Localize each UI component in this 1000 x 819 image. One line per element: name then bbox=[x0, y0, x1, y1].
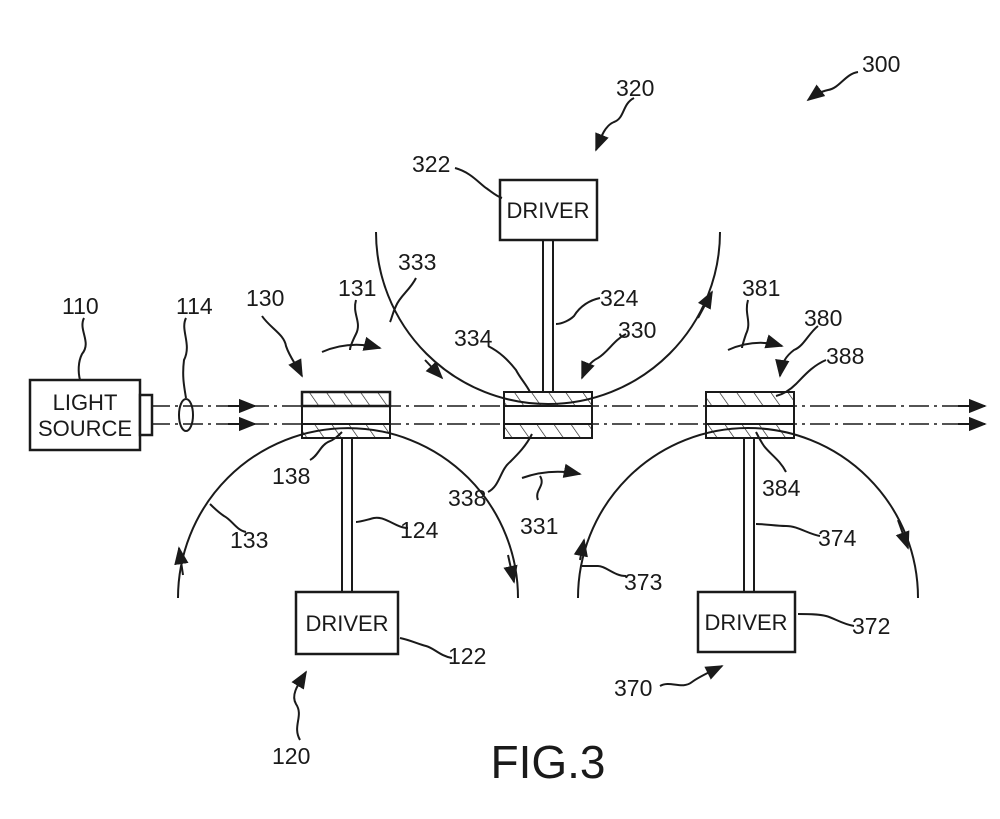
leader-124 bbox=[355, 516, 409, 529]
label-370: 370 bbox=[614, 675, 652, 701]
label-300: 300 bbox=[862, 51, 900, 77]
shaft-124 bbox=[341, 437, 353, 593]
driver-372-box bbox=[696, 590, 797, 654]
leader-381 bbox=[741, 299, 750, 349]
rotation-arrow-381 bbox=[727, 334, 784, 351]
shaft-324 bbox=[542, 239, 554, 393]
leader-380 bbox=[775, 325, 819, 378]
leader-324 bbox=[555, 297, 601, 325]
leader-300 bbox=[806, 71, 859, 102]
element-330 bbox=[503, 391, 593, 439]
label-330: 330 bbox=[618, 317, 656, 343]
figure-caption: FIG.3 bbox=[490, 736, 605, 788]
label-372: 372 bbox=[852, 613, 890, 639]
light-beams bbox=[150, 398, 987, 432]
leader-322 bbox=[454, 167, 503, 199]
shaft-374 bbox=[743, 437, 755, 593]
driver-322-text: DRIVER bbox=[506, 198, 589, 223]
label-122: 122 bbox=[448, 643, 486, 669]
rotation-arc-373 bbox=[577, 427, 919, 599]
label-381: 381 bbox=[742, 275, 780, 301]
leader-372 bbox=[797, 613, 855, 627]
label-331: 331 bbox=[520, 513, 558, 539]
rotation-arc-133 bbox=[177, 427, 519, 599]
label-124: 124 bbox=[400, 517, 439, 543]
label-130: 130 bbox=[246, 285, 284, 311]
arc-373-arrow-right bbox=[895, 519, 910, 550]
arc-373-arrow-left bbox=[573, 538, 588, 561]
driver-372-text: DRIVER bbox=[704, 610, 787, 635]
label-338: 338 bbox=[448, 485, 486, 511]
element-380 bbox=[705, 391, 795, 439]
reference-labels: 300 320 322 110 114 130 131 333 324 334 … bbox=[62, 51, 900, 769]
driver-assembly-370: DRIVER bbox=[696, 437, 797, 654]
leader-114 bbox=[182, 317, 188, 399]
driver-assembly-120: DRIVER bbox=[294, 437, 400, 656]
leader-131 bbox=[349, 299, 359, 351]
arc-133-arrow-left bbox=[174, 546, 189, 576]
arc-333-arrow-right bbox=[697, 290, 713, 319]
leader-110 bbox=[77, 317, 87, 381]
label-120: 120 bbox=[272, 743, 310, 769]
label-334: 334 bbox=[454, 325, 493, 351]
element-130-upper-layer bbox=[300, 390, 392, 408]
label-322: 322 bbox=[412, 151, 450, 177]
element-130 bbox=[300, 390, 392, 439]
label-110: 110 bbox=[62, 293, 99, 319]
leader-338 bbox=[487, 433, 533, 493]
leader-333 bbox=[389, 277, 417, 323]
leader-133 bbox=[209, 503, 247, 533]
light-source-text-1: LIGHT bbox=[53, 390, 118, 415]
leader-120 bbox=[291, 670, 307, 741]
label-384: 384 bbox=[762, 475, 801, 501]
driver-122-text: DRIVER bbox=[305, 611, 388, 636]
light-source: LIGHT SOURCE bbox=[28, 378, 154, 452]
leader-320 bbox=[595, 97, 635, 152]
arc-133-arrow-right bbox=[503, 554, 518, 584]
leader-138 bbox=[309, 431, 343, 461]
element-330-lower-layer bbox=[503, 423, 593, 439]
leader-373 bbox=[582, 565, 627, 577]
label-138: 138 bbox=[272, 463, 310, 489]
label-131: 131 bbox=[338, 275, 376, 301]
label-380: 380 bbox=[804, 305, 842, 331]
leader-lines bbox=[77, 71, 859, 741]
label-388: 388 bbox=[826, 343, 864, 369]
label-324: 324 bbox=[600, 285, 639, 311]
label-133: 133 bbox=[230, 527, 268, 553]
label-333: 333 bbox=[398, 249, 436, 275]
leader-388 bbox=[775, 359, 827, 397]
label-373: 373 bbox=[624, 569, 662, 595]
beam-cross-section-ellipse bbox=[178, 398, 194, 432]
arc-333-arrow-left bbox=[424, 359, 444, 380]
leader-122 bbox=[399, 637, 453, 659]
light-source-text-2: SOURCE bbox=[38, 416, 132, 441]
leader-331 bbox=[536, 475, 543, 501]
leader-130 bbox=[261, 315, 303, 378]
driver-322-box bbox=[498, 178, 599, 242]
rotation-arrow-331 bbox=[521, 463, 582, 479]
leader-330 bbox=[581, 333, 627, 380]
label-320: 320 bbox=[616, 75, 654, 101]
leader-334 bbox=[487, 345, 531, 393]
label-114: 114 bbox=[176, 293, 213, 319]
label-374: 374 bbox=[818, 525, 857, 551]
driver-122-box bbox=[294, 590, 400, 656]
leader-370 bbox=[659, 665, 724, 687]
leader-384 bbox=[755, 431, 787, 473]
light-source-lens bbox=[138, 393, 154, 437]
driver-assembly-320: DRIVER bbox=[498, 178, 599, 393]
leader-374 bbox=[755, 523, 821, 537]
